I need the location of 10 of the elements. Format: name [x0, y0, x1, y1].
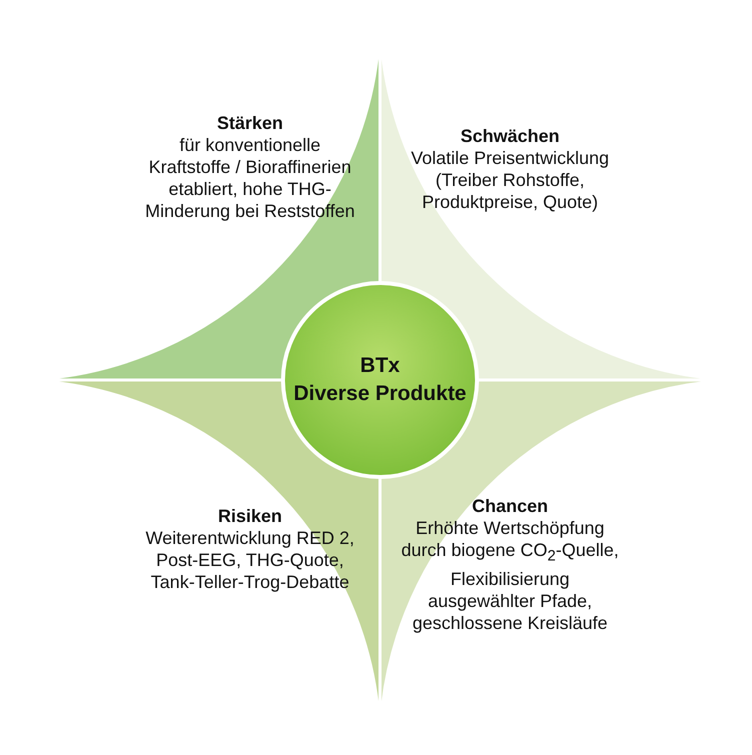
quadrant-text: für konventionelle Kraftstoffe / Bioraffinerien etabliert, hohe THG-Minderung bei Reststoffen: [144, 134, 356, 222]
center-title: BTx: [360, 353, 400, 379]
quadrant-heading: Schwächen: [459, 125, 561, 147]
quadrant-text: Volatile Preisentwicklung (Treiber Rohstoffe, Produktpreise, Quote): [410, 147, 610, 213]
quadrant-text: Erhöhte Wertschöpfung durch biogene CO$_{2}$-Quelle, Flexibilisierung ausgewählter Pfade, geschlossene Kreisläufe: [400, 517, 620, 634]
quadrant-heading: Stärken: [216, 112, 284, 134]
center-title: Diverse Produkte: [294, 381, 466, 407]
quadrant-heading: Chancen: [470, 495, 550, 517]
quadrant-heading: Risiken: [216, 505, 284, 527]
quadrant-text: Weiterentwicklung RED 2, Post-EEG, THG-Quote, Tank-Teller-Trog-Debatte: [144, 527, 356, 593]
